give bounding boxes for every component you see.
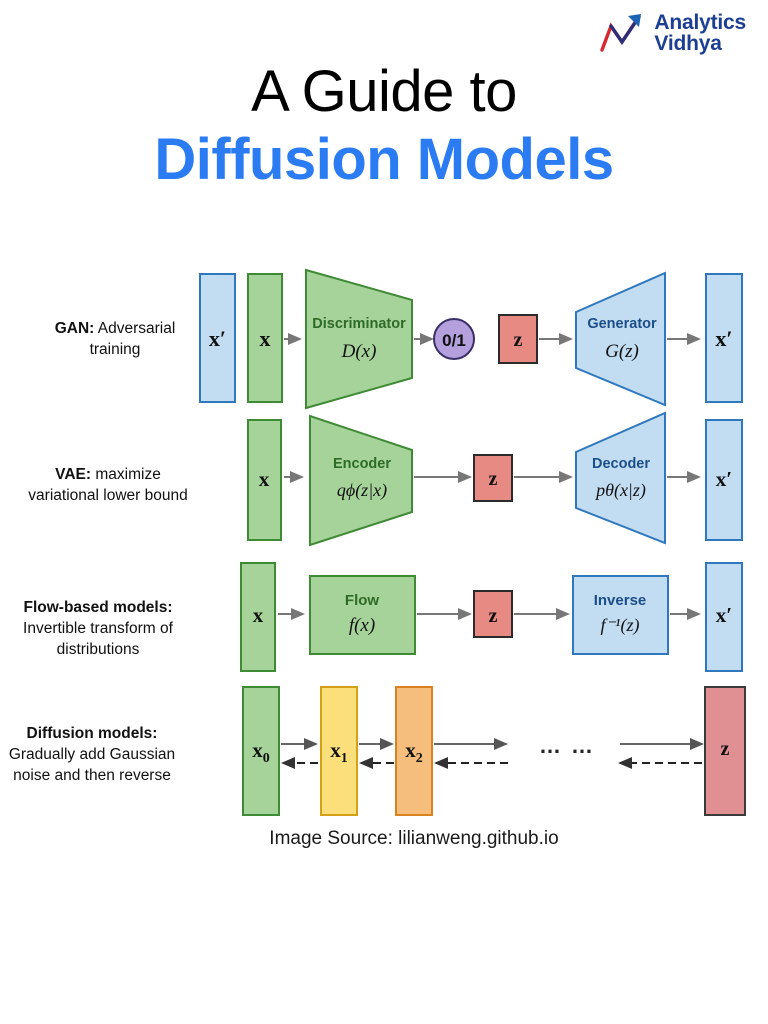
image-source-caption: Image Source: lilianweng.github.io (269, 828, 559, 849)
flow-x-input-label: x (253, 603, 264, 627)
vae-decoder-formula: pθ(x|z) (594, 480, 646, 501)
diffusion-x2-label: x2 (405, 738, 423, 766)
gan-classification-label: 0/1 (442, 331, 466, 350)
arrow-up-right-zigzag-icon (600, 14, 642, 52)
row-flow-label-line3: distributions (57, 641, 140, 658)
flow-latent-z-label: z (489, 605, 498, 627)
gan-x-input-bar (247, 273, 283, 403)
title-line-2: Diffusion Models (154, 127, 614, 192)
vae-encoder-title: Encoder (333, 456, 391, 472)
row-diffusion: Diffusion models: Gradually add Gaussian… (9, 686, 746, 816)
vae-x-input-label: x (259, 467, 270, 491)
svg-text:VAE: maximize: VAE: maximize (55, 466, 161, 483)
vae-latent-z-box (473, 454, 513, 502)
gan-discriminator-block (305, 268, 413, 410)
page-title: A Guide to Diffusion Models (0, 58, 768, 194)
gan-generator-title: Generator (587, 316, 657, 332)
vae-x-input-bar (247, 419, 282, 541)
row-vae: VAE: maximize variational lower bound x … (28, 411, 743, 547)
diffusion-latent-z-bar (704, 686, 746, 816)
row-gan-label-line2: training (90, 341, 141, 358)
vae-x-prime-output-label: x′ (716, 467, 732, 491)
diffusion-x0-label: x0 (252, 738, 270, 766)
flow-inverse-formula: f⁻¹(z) (601, 615, 640, 636)
row-vae-label-rest: maximize (91, 466, 161, 483)
diffusion-x1-label: x1 (330, 738, 348, 766)
gan-x-prime-output-label: x′ (715, 326, 732, 351)
row-diffusion-label-line3: noise and then reverse (13, 767, 171, 784)
flow-x-input-bar (240, 562, 276, 672)
row-gan: GAN: Adversarial training x′ x Discrimin… (55, 268, 743, 410)
flow-inverse-block (572, 575, 669, 655)
gan-x-prime-input-label: x′ (209, 326, 226, 351)
flow-x-prime-output-label: x′ (716, 603, 732, 627)
row-diffusion-label-bold: Diffusion models: (27, 725, 158, 742)
flow-inverse-title: Inverse (594, 592, 647, 609)
gan-latent-z-box (498, 314, 538, 364)
gan-discriminator-title: Discriminator (312, 316, 406, 332)
diffusion-x2-bar (395, 686, 433, 816)
svg-text:GAN: Adversarial: GAN: Adversarial (55, 320, 176, 337)
row-gan-label-rest: Adversarial (94, 320, 175, 337)
flow-latent-z-box (473, 590, 513, 638)
row-flow: Flow-based models: Invertible transform … (23, 562, 743, 672)
vae-encoder-formula: qϕ(z|x) (337, 480, 387, 501)
gan-x-input-label: x (260, 326, 271, 351)
gan-discriminator-formula: D(x) (341, 341, 377, 362)
row-gan-label-bold: GAN: (55, 320, 95, 337)
vae-decoder-title: Decoder (592, 456, 650, 472)
row-flow-label-bold: Flow-based models: (24, 599, 173, 616)
row-flow-label-line2: Invertible transform of (23, 620, 174, 637)
vae-x-prime-output-bar (705, 419, 743, 541)
gan-generator-block (575, 271, 666, 407)
gan-latent-z-label: z (514, 329, 523, 351)
gan-x-prime-input-bar (199, 273, 236, 403)
row-vae-label-line2: variational lower bound (28, 487, 187, 504)
row-diffusion-label-line2: Gradually add Gaussian (9, 746, 175, 763)
gan-x-prime-output-bar (705, 273, 743, 403)
diffusion-ellipsis: … … (539, 733, 595, 758)
analytics-vidhya-logo: Analytics Vidhya (600, 12, 746, 54)
flow-block (309, 575, 416, 655)
vae-encoder-block (309, 414, 413, 547)
diffusion-latent-z-label: z (721, 738, 730, 760)
diffusion-x0-bar (242, 686, 280, 816)
gan-generator-formula: G(z) (605, 341, 639, 362)
vae-decoder-block (575, 411, 666, 545)
flow-block-formula: f(x) (349, 615, 375, 636)
gan-classification-output (433, 318, 475, 360)
vae-latent-z-label: z (489, 468, 498, 490)
brand-wordmark: Analytics Vidhya (654, 12, 746, 54)
brand-line-1: Analytics (654, 11, 746, 34)
flow-block-title: Flow (345, 592, 379, 609)
row-vae-label-bold: VAE: (55, 466, 91, 483)
title-line-1: A Guide to (251, 59, 517, 124)
generative-models-diagram: GAN: Adversarial training x′ x Discrimin… (0, 250, 768, 830)
diffusion-x1-bar (320, 686, 358, 816)
flow-x-prime-output-bar (705, 562, 743, 672)
brand-line-2: Vidhya (654, 32, 722, 55)
